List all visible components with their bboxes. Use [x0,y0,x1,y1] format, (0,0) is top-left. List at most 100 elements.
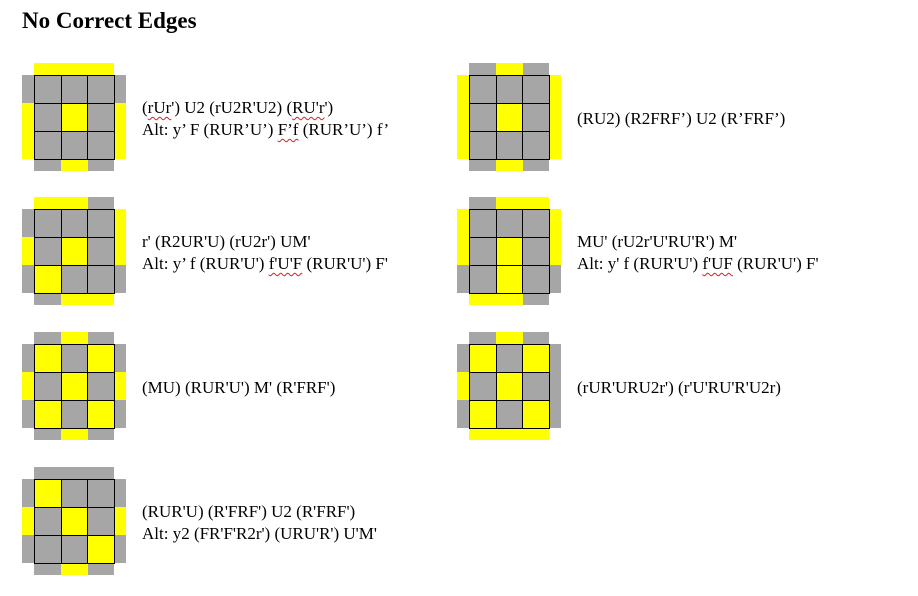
top-face-sticker [523,76,550,104]
left-side-sticker [22,265,34,293]
algorithm-segment: Alt: y’ f (RUR'U') [142,254,269,273]
algorithm-segment: (rUR'URU2r') (r'U'RU'R'U2r) [577,378,781,397]
left-side-sticker [22,103,34,131]
top-face-sticker [35,104,62,132]
left-side-sticker [22,131,34,159]
top-face-sticker [496,373,524,401]
top-side-sticker [61,467,88,479]
right-side-sticker [114,131,126,159]
top-face-sticker [470,76,497,104]
algorithm-segment: (MU) (RUR'U') M' (R'FRF') [142,378,336,397]
right-side-sticker [114,400,126,428]
top-face-sticker [470,238,497,266]
top-face-sticker [523,373,550,401]
bottom-side-sticker [88,159,114,171]
alternate-algorithm-line: Alt: y’ f (RUR'U') f'U'F (RUR'U') F' [142,253,388,275]
top-face-sticker [523,132,550,160]
top-face-sticker [496,104,524,132]
spellcheck-flagged-text: F’f [277,120,299,139]
algorithm-segment: ( [142,98,148,117]
left-side-sticker [22,507,34,535]
right-side-sticker [549,344,561,372]
top-face-sticker [88,508,115,536]
bottom-side-sticker [34,159,61,171]
algorithm-segment: (RUR'U') F' [732,254,819,273]
right-side-sticker [114,372,126,400]
right-side-sticker [549,131,561,159]
algorithm-segment: ') U2 (rU2R'U2) ( [171,98,293,117]
top-face-sticker [470,104,497,132]
top-face-sticker [88,401,115,429]
left-side-sticker [22,237,34,265]
algorithm-segment: Alt: y2 (FR'F'R2r') (URU'R') U'M' [142,524,377,543]
top-face-sticker [523,238,550,266]
top-face-sticker [35,266,62,294]
right-side-sticker [114,103,126,131]
right-side-sticker [549,75,561,103]
top-face-grid [34,479,115,564]
cube-top-diagram [22,467,130,579]
spellcheck-flagged-text: rUr [147,98,172,117]
bottom-side-sticker [469,428,496,440]
top-side-sticker [496,197,523,209]
cube-top-diagram [22,332,130,444]
top-face-sticker [61,536,89,564]
algorithm-segment: (RU2) (R2FRF’) U2 (R’FRF’) [577,109,786,128]
oll-case-6: (rUR'URU2r') (r'U'RU'R'U2r) [457,332,877,444]
right-side-sticker [549,265,561,293]
top-face-sticker [470,345,497,373]
algorithm-text: (RUR'U) (R'FRF') U2 (R'FRF')Alt: y2 (FR'… [142,501,377,545]
oll-case-7: (RUR'U) (R'FRF') U2 (R'FRF')Alt: y2 (FR'… [22,467,442,579]
oll-case-4: MU' (rU2r'U'RU'R') M'Alt: y' f (RUR'U') … [457,197,877,309]
algorithm-line: (MU) (RUR'U') M' (R'FRF') [142,377,335,399]
left-side-sticker [457,209,469,237]
top-face-sticker [35,480,62,508]
right-side-sticker [114,265,126,293]
top-face-grid [469,75,550,160]
bottom-side-sticker [496,159,523,171]
algorithm-line: (RUR'U) (R'FRF') U2 (R'FRF') [142,501,377,523]
top-face-sticker [61,401,89,429]
bottom-side-sticker [34,428,61,440]
top-face-sticker [496,76,524,104]
top-face-sticker [88,345,115,373]
top-face-sticker [61,104,89,132]
right-side-sticker [114,479,126,507]
right-side-sticker [114,344,126,372]
algorithm-segment: r' (R2UR'U) (rU2r') UM' [142,232,311,251]
cube-top-diagram [457,63,565,175]
bottom-side-sticker [34,293,61,305]
top-side-sticker [88,467,114,479]
left-side-sticker [457,400,469,428]
top-face-sticker [61,508,89,536]
left-side-sticker [457,75,469,103]
top-face-sticker [61,210,89,238]
alternate-algorithm-line: Alt: y’ F (RUR’U’) F’f (RUR’U’) f’ [142,119,389,141]
right-side-sticker [114,75,126,103]
top-face-sticker [35,401,62,429]
top-face-sticker [61,76,89,104]
algorithm-text: MU' (rU2r'U'RU'R') M'Alt: y' f (RUR'U') … [577,231,819,275]
left-side-sticker [457,131,469,159]
top-face-sticker [35,76,62,104]
top-face-sticker [35,210,62,238]
top-face-sticker [88,104,115,132]
right-side-sticker [549,400,561,428]
algorithm-text: (rUR'URU2r') (r'U'RU'R'U2r) [577,377,781,399]
top-face-sticker [470,210,497,238]
top-side-sticker [61,197,88,209]
top-face-sticker [523,345,550,373]
algorithm-text: (rUr') U2 (rU2R'U2) (RU'r')Alt: y’ F (RU… [142,97,389,141]
top-face-sticker [61,345,89,373]
oll-case-5: (MU) (RUR'U') M' (R'FRF') [22,332,442,444]
right-side-sticker [114,209,126,237]
bottom-side-sticker [88,293,114,305]
top-face-grid [34,344,115,429]
left-side-sticker [22,535,34,563]
cube-top-diagram [22,197,130,309]
top-face-sticker [523,104,550,132]
oll-case-2: (RU2) (R2FRF’) U2 (R’FRF’) [457,63,877,175]
bottom-side-sticker [469,159,496,171]
left-side-sticker [22,372,34,400]
algorithm-segment: (RUR'U') F' [302,254,388,273]
